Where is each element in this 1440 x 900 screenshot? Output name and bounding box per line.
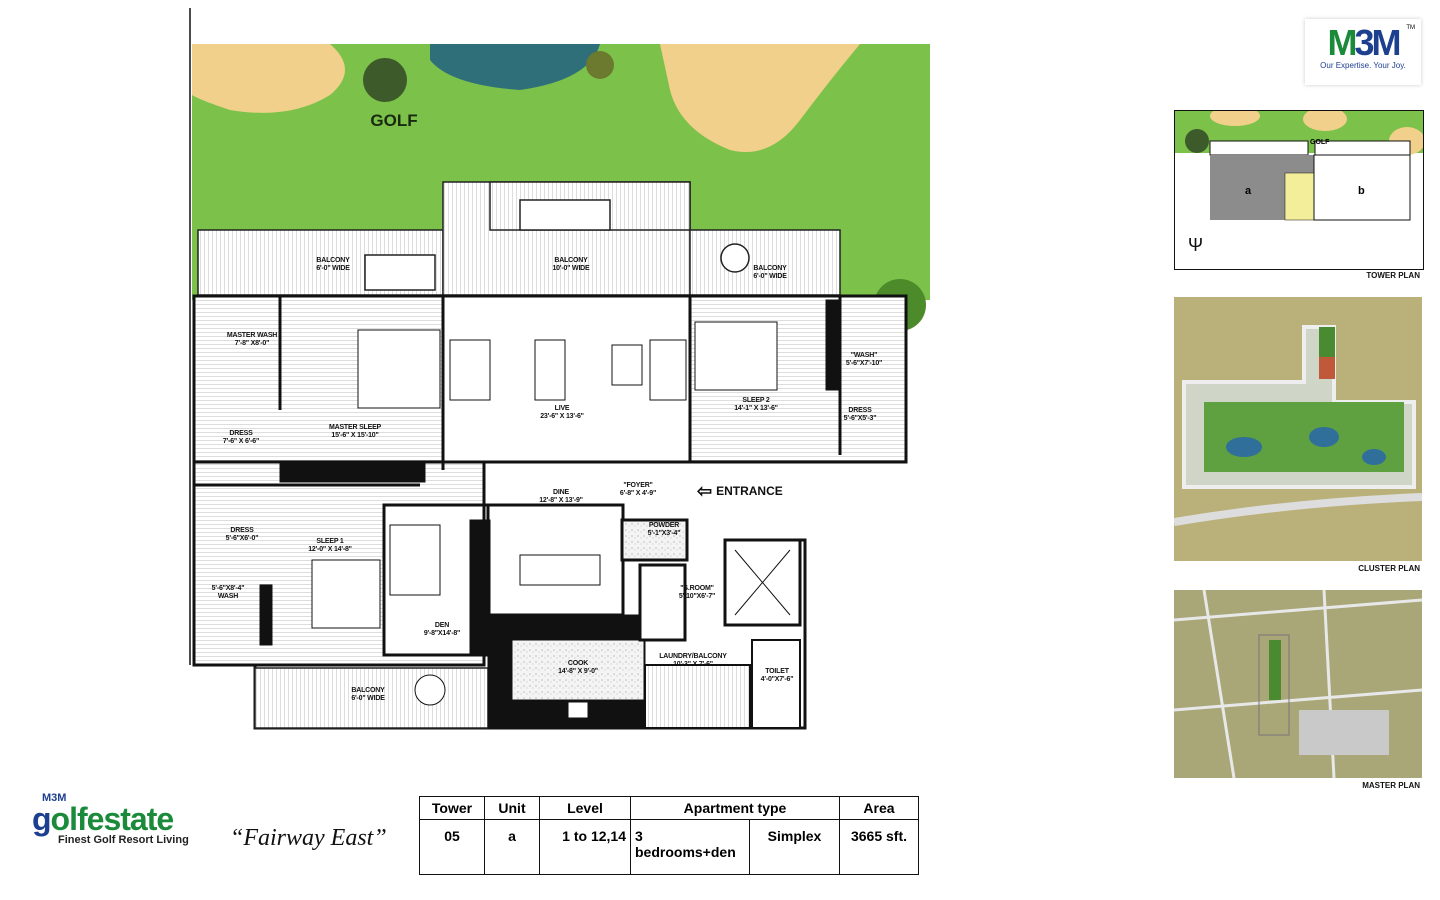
golfestate-logo: M3M golfestate Finest Golf Resort Living [32,792,189,846]
m3m-tagline: Our Expertise. Your Joy. [1320,61,1406,70]
balcony-bottom [254,667,489,729]
toilet [751,639,801,729]
svg-text:Ψ: Ψ [1188,235,1203,255]
room-label: 5'-6"X8'-4"WASH [211,585,245,600]
table-header-row: Tower Unit Level Apartment type Area [419,796,919,820]
unit-b-marker: b [1358,185,1365,197]
cluster-plan-panel [1174,297,1422,561]
kitchen [487,614,646,729]
powder-room [620,518,689,562]
tower-plan-panel: Ψ GOLF a b [1174,110,1424,270]
table-row: 05 a 1 to 12,14 3 bedrooms+den Simplex 3… [419,819,919,875]
tower-plan-drawing: Ψ [1175,111,1423,255]
arrow-left-icon: ⇦ [697,481,713,501]
master-plan-panel [1174,590,1422,778]
cluster-plan-caption: CLUSTER PLAN [1358,564,1420,573]
unit-name: “Fairway East” [230,825,387,851]
entrance-marker: ⇦ ENTRANCE [697,482,783,500]
furniture [259,299,839,706]
tower-plan-caption: TOWER PLAN [1366,271,1420,280]
balconies-top [197,181,841,296]
lift-core [723,538,802,627]
room-label: "FOYER"6'-8" X 4'-9" [619,482,657,497]
cluster-plan-image [1174,325,1422,526]
m3m-logo: M3M Our Expertise. Your Joy. TM [1305,19,1421,85]
golf-label: GOLF [370,111,418,130]
room-label: "WASH"5'-6"X7'-10" [845,352,883,367]
laundry-balcony [644,664,751,729]
master-plan-caption: MASTER PLAN [1362,781,1420,790]
spec-table: Tower Unit Level Apartment type Area 05 … [419,796,919,875]
master-plan-image [1174,590,1422,778]
unit-a-marker: a [1245,185,1252,197]
entrance-label: ENTRANCE [716,484,783,498]
room-label: "S.ROOM"5'-10"X6'-7" [678,585,716,600]
servant-room [638,563,687,642]
